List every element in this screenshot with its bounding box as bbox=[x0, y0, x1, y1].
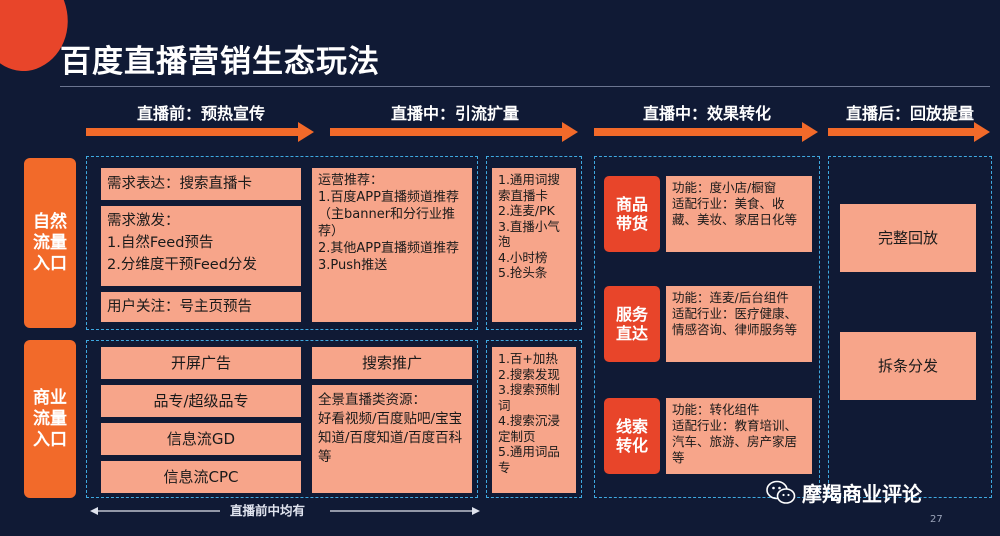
ad-brand-zone: 品专/超级品专 bbox=[101, 385, 301, 417]
arrow-right-icon bbox=[594, 122, 818, 142]
wechat-icon bbox=[766, 480, 796, 504]
desc-lead-conversion: 功能：转化组件 适配行业：教育培训、汽车、旅游、房产家居等 bbox=[666, 398, 812, 474]
wechat-account-name: 摩羯商业评论 bbox=[802, 482, 922, 506]
side-label-business-traffic: 商业 流量 入口 bbox=[24, 340, 76, 498]
frame-pre-mid-natural bbox=[86, 156, 478, 330]
phase-post: 直播后：回放提量 bbox=[828, 100, 992, 144]
post-clip-distribution: 拆条分发 bbox=[840, 332, 976, 400]
note-pre-mid: 直播前中均有 bbox=[230, 503, 306, 518]
phase-label: 直播中：效果转化 bbox=[642, 104, 771, 123]
frame-mid-business-list bbox=[486, 340, 582, 498]
arrow-right-icon bbox=[828, 122, 990, 142]
ad-splash: 开屏广告 bbox=[101, 347, 301, 379]
frame-pre-mid-business bbox=[86, 340, 478, 498]
ad-feed-cpc: 信息流CPC bbox=[101, 461, 301, 493]
pre-natural-search-card: 需求表达：搜索直播卡 bbox=[101, 168, 301, 200]
arrow-right-icon bbox=[330, 122, 578, 142]
frame-mid-natural-list bbox=[486, 156, 582, 330]
mid-business-list: 1.百+加热 2.搜索发现 3.搜索预制词 4.搜索沉浸定制页 5.通用词品专 bbox=[492, 347, 576, 493]
search-promo-body: 全景直播类资源： 好看视频/百度贴吧/宝宝知道/百度知道/百度百科等 bbox=[312, 385, 472, 493]
phase-label: 直播中：引流扩量 bbox=[390, 104, 519, 123]
search-promo-title: 搜索推广 bbox=[312, 347, 472, 379]
mid-natural-list: 1.通用词搜索直播卡 2.连麦/PK 3.直播小气泡 4.小时榜 5.抢头条 bbox=[492, 168, 576, 322]
ad-feed-gd: 信息流GD bbox=[101, 423, 301, 455]
phase-mid-conversion: 直播中：效果转化 bbox=[594, 100, 820, 144]
arrow-right-icon bbox=[86, 122, 314, 142]
phase-label: 直播后：回放提量 bbox=[845, 104, 974, 123]
pre-natural-demand-stimulus: 需求激发： 1.自然Feed预告 2.分维度干预Feed分发 bbox=[101, 206, 301, 286]
phase-mid-traffic: 直播中：引流扩量 bbox=[330, 100, 580, 144]
side-label-natural-traffic: 自然 流量 入口 bbox=[24, 158, 76, 328]
desc-service-direct: 功能：连麦/后台组件 适配行业：医疗健康、情感咨询、律师服务等 bbox=[666, 286, 812, 362]
tag-lead-conversion: 线索 转化 bbox=[604, 398, 660, 474]
pre-natural-follow: 用户关注：号主页预告 bbox=[101, 292, 301, 322]
frame-post bbox=[828, 156, 992, 498]
page-number: 27 bbox=[930, 514, 943, 525]
post-full-replay: 完整回放 bbox=[840, 204, 976, 272]
tag-product-sales: 商品 带货 bbox=[604, 176, 660, 252]
page-title: 百度直播营销生态玩法 bbox=[60, 44, 380, 80]
frame-conversion bbox=[594, 156, 820, 498]
title-divider bbox=[60, 86, 990, 87]
phase-label: 直播前：预热宣传 bbox=[136, 104, 265, 123]
double-arrow-icon bbox=[90, 507, 480, 515]
wechat-watermark: 摩羯商业评论 bbox=[766, 478, 922, 507]
mid-natural-ops-recommend: 运营推荐： 1.百度APP直播频道推荐（主banner和分行业推荐） 2.其他A… bbox=[312, 168, 472, 322]
desc-product-sales: 功能：度小店/橱窗 适配行业：美食、收藏、美妆、家居日化等 bbox=[666, 176, 812, 252]
tag-service-direct: 服务 直达 bbox=[604, 286, 660, 362]
phase-pre: 直播前：预热宣传 bbox=[86, 100, 316, 144]
